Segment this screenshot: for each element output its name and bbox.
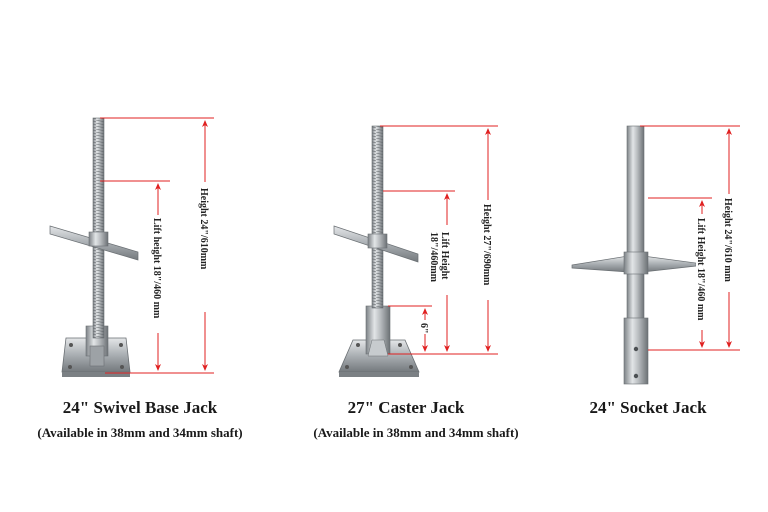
swivel-height-label: Height 24"/610mm bbox=[198, 188, 209, 270]
caster-jack-subtitle: (Available in 38mm and 34mm shaft) bbox=[313, 425, 519, 440]
caster-base-plate bbox=[338, 305, 420, 377]
caster-jack-handle-nut bbox=[333, 225, 419, 263]
swivel-jack-handle-nut bbox=[49, 225, 139, 261]
socket-jack-shaft bbox=[626, 125, 645, 322]
swivel-base-jack-subtitle: (Available in 38mm and 34mm shaft) bbox=[37, 425, 243, 440]
socket-lift-label: Lift Height 18"/460 mm bbox=[695, 218, 706, 321]
socket-jack-title: 24" Socket Jack bbox=[589, 398, 707, 417]
swivel-base-jack: Height 24"/610mm Lift height 18"/460 mm bbox=[49, 117, 214, 377]
socket-tube bbox=[623, 317, 649, 385]
socket-jack: Height 24"/610 mm Lift Height 18"/460 mm bbox=[571, 125, 740, 385]
caster-lift-label-line2: 18"/460mm bbox=[428, 232, 439, 283]
caster-height-label: Height 27"/690mm bbox=[481, 204, 492, 286]
caster-dimension-lines bbox=[380, 125, 498, 355]
caster-jack: Height 27"/690mm Lift Height 18"/460mm 6… bbox=[333, 125, 498, 377]
caster-lift-label-line1: Lift Height bbox=[439, 232, 450, 280]
socket-height-label: Height 24"/610 mm bbox=[722, 198, 733, 283]
swivel-lift-label: Lift height 18"/460 mm bbox=[151, 218, 162, 319]
caster-socket-label: 6" bbox=[418, 323, 429, 334]
socket-jack-handle-nut bbox=[571, 251, 697, 275]
caster-jack-title: 27" Caster Jack bbox=[347, 398, 465, 417]
swivel-base-jack-title: 24" Swivel Base Jack bbox=[62, 398, 218, 417]
